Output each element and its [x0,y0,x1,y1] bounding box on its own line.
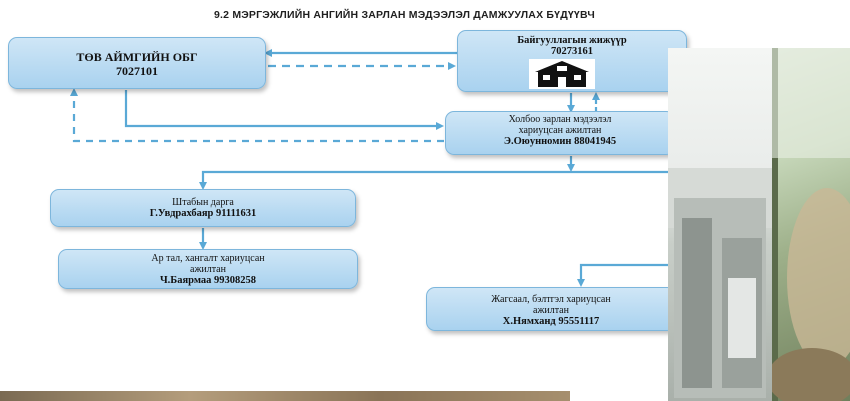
deployment-role-1: Жагсаал, бэлтгэл хариуцсан [491,294,611,305]
aimag-box: ТӨВ АЙМГИЙН ОБГ 7027101 [8,37,266,89]
office-photo-fragment [668,48,772,401]
deployment-contact: Х.Нямханд 95551117 [502,316,600,327]
rear-supply-contact: Ч.Баярмаа 99308258 [159,275,257,286]
deployment-role-2: ажилтан [533,305,569,316]
org-duty-box: Байгууллагын жижүүр 70273161 [457,30,687,92]
staff-chief-role: Штабын дарга [172,197,234,208]
arrow-to-deploy [577,263,668,287]
comm-officer-role-1: Холбоо зарлан мэдээлэл [508,114,612,125]
rear-supply-role-2: ажилтан [190,264,226,275]
comm-officer-role-2: хариуцсан ажилтан [518,125,602,136]
org-duty-phone: 70273161 [551,46,593,57]
deployment-box: Жагсаал, бэлтгэл хариуцсан ажилтан Х.Ням… [426,287,676,331]
building-icon [529,59,595,89]
comm-officer-contact: Э.Оюунномин 88041945 [503,136,617,147]
org-duty-title: Байгууллагын жижүүр [517,35,627,46]
distribution-line [199,170,668,190]
staff-chief-contact: Г.Увдрахбаяр 91111631 [149,208,257,219]
arrow-aimag-to-comm [124,90,444,130]
plant-photo-fragment [772,48,850,401]
staff-chief-box: Штабын дарга Г.Увдрахбаяр 91111631 [50,189,356,227]
photo-strip-bottom [0,391,570,401]
aimag-name: ТӨВ АЙМГИЙН ОБГ [76,50,198,64]
arrow-comm-to-aimag-dashed [70,88,444,143]
diagram-title: 9.2 МЭРГЭЖЛИЙН АНГИЙН ЗАРЛАН МЭДЭЭЛЭЛ ДА… [214,9,595,21]
aimag-phone: 7027101 [116,64,158,78]
comm-officer-box: Холбоо зарлан мэдээлэл хариуцсан ажилтан… [445,111,675,155]
rear-supply-box: Ар тал, хангалт хариуцсан ажилтан Ч.Баяр… [58,249,358,289]
rear-supply-role-1: Ар тал, хангалт хариуцсан [151,253,265,264]
